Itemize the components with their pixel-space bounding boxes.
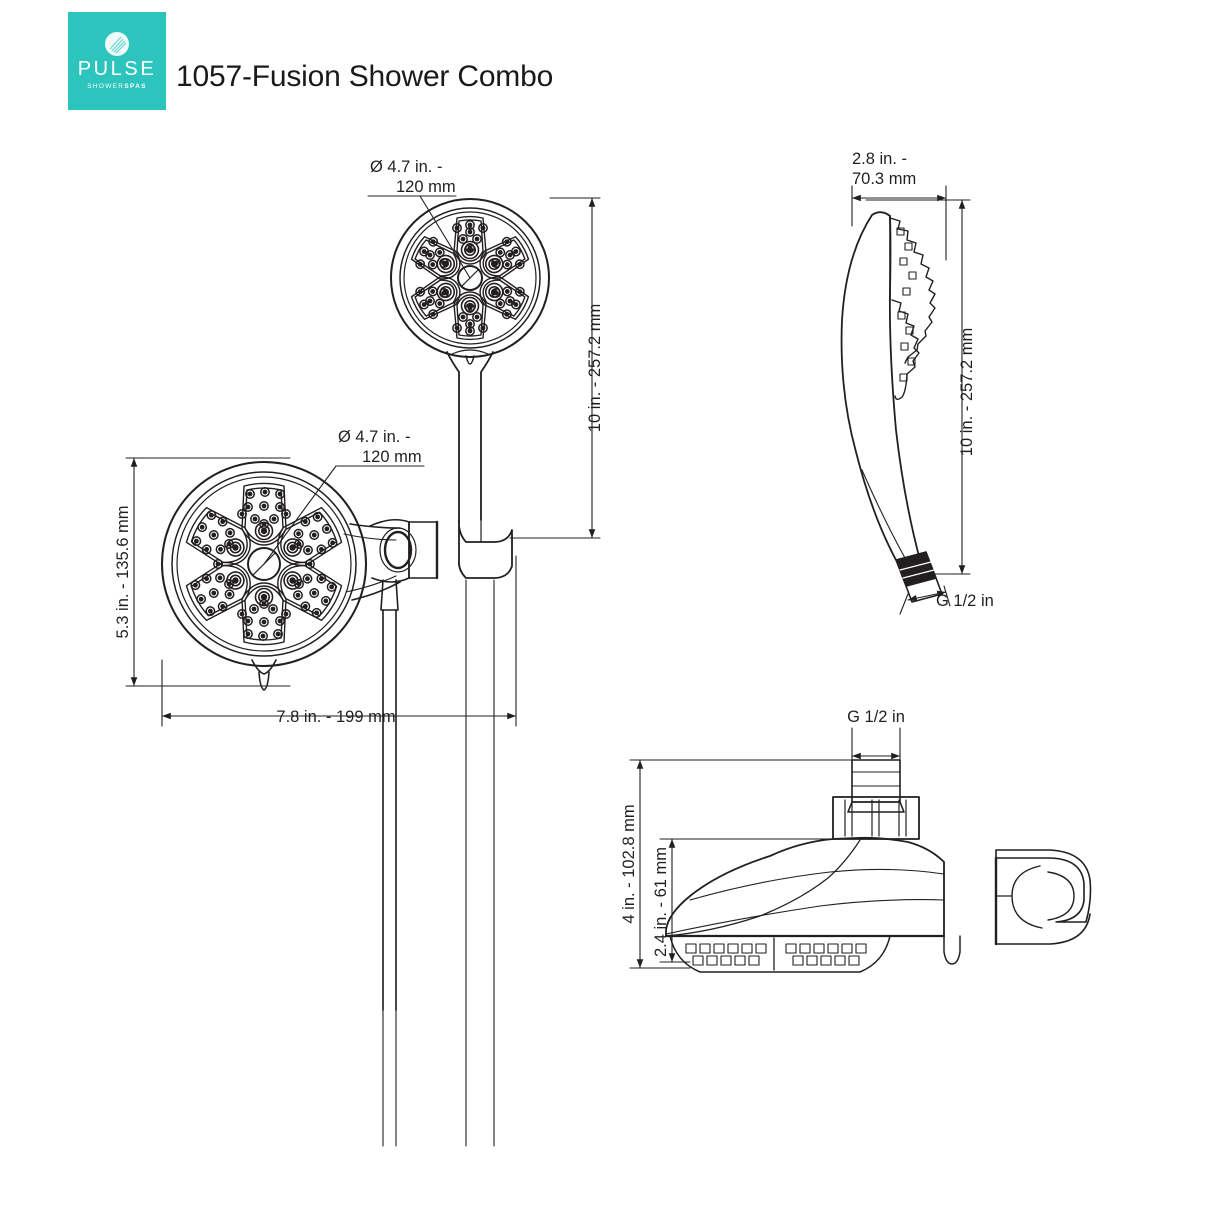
dim-width-right-line1: 2.8 in. - <box>852 150 907 168</box>
view-wall-showerhead-front <box>161 461 401 691</box>
dim-width-bottom: 7.8 in. - 199 mm <box>276 708 395 726</box>
logo-tagline: SHOWERSPAS <box>87 84 146 91</box>
view-diverter-side <box>664 759 1092 973</box>
dim-diameter-top-line2: 120 mm <box>396 178 456 196</box>
dim-width-right-line2: 70.3 mm <box>852 170 916 188</box>
dimension-labels: Ø 4.7 in. - 120 mm 10 in. - 257.2 mm Ø 4… <box>114 150 994 957</box>
brand-logo: PULSE SHOWERSPAS <box>68 12 166 110</box>
water-droplet-icon <box>105 32 129 57</box>
label-thread-bottom: G 1/2 in <box>847 708 905 726</box>
page-title: 1057-Fusion Shower Combo <box>176 60 554 93</box>
view-handheld-side <box>840 211 943 603</box>
dimension-lines <box>125 185 971 1147</box>
dim-diameter-top-line1: Ø 4.7 in. - <box>370 158 442 176</box>
dim-height-top: 10 in. - 257.2 mm <box>586 304 604 432</box>
dim-height-bottom-body: 2.4 in. - 61 mm <box>652 847 670 957</box>
dim-height-left: 5.3 in. - 135.6 mm <box>114 506 132 639</box>
label-thread-right: G 1/2 in <box>936 592 994 610</box>
dim-height-bottom-total: 4 in. - 102.8 mm <box>620 804 638 923</box>
dim-diameter-left-line1: Ø 4.7 in. - <box>338 428 410 446</box>
dim-diameter-left-line2: 120 mm <box>362 448 422 466</box>
view-handheld-front <box>369 198 550 583</box>
logo-tagline-spas: SPAS <box>124 83 147 91</box>
dim-height-right: 10 in. - 257.2 mm <box>958 328 976 456</box>
page-header: PULSE SHOWERSPAS 1057-Fusion Shower Comb… <box>0 0 1214 120</box>
logo-wordmark: PULSE <box>77 58 157 81</box>
logo-tagline-shower: SHOWER <box>87 83 125 91</box>
